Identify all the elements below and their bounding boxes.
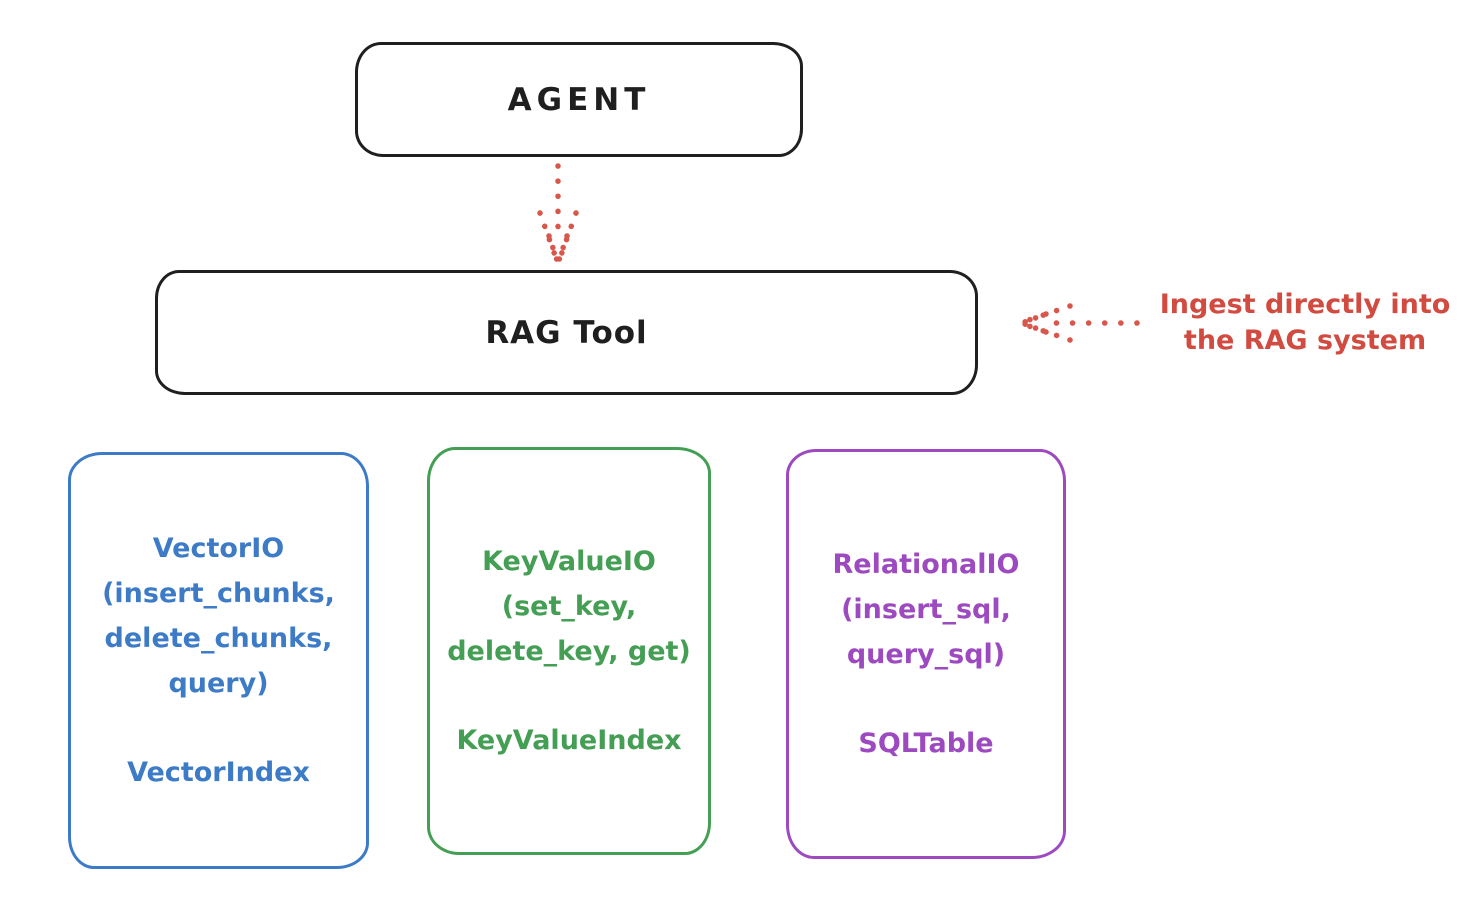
- relational-io-method-line: (insert_sql,: [841, 594, 1011, 625]
- keyvalue-io-title: KeyValueIO: [482, 546, 656, 577]
- keyvalue-index-label: KeyValueIndex: [456, 725, 682, 756]
- vector-io-method-line: query): [168, 668, 269, 699]
- arrow-down-icon: [537, 163, 579, 266]
- relational-io-node: RelationalIO (insert_sql, query_sql) SQL…: [786, 449, 1066, 859]
- ingest-annotation-line1: Ingest directly into: [1159, 289, 1451, 320]
- relational-io-title: RelationalIO: [832, 549, 1020, 580]
- vector-io-method-line: (insert_chunks,: [102, 578, 335, 609]
- relational-io-signature: RelationalIO (insert_sql, query_sql): [833, 542, 1020, 677]
- ingest-annotation: Ingest directly into the RAG system: [1135, 287, 1475, 359]
- sql-table-label: SQLTable: [858, 728, 994, 759]
- keyvalue-io-method-line: delete_key, get): [447, 636, 691, 667]
- keyvalue-io-signature: KeyValueIO (set_key, delete_key, get): [447, 539, 691, 674]
- vector-io-method-line: delete_chunks,: [104, 623, 333, 654]
- arrow-left-icon: [1019, 303, 1140, 343]
- agent-label: AGENT: [507, 81, 651, 118]
- rag-tool-node: RAG Tool: [155, 270, 978, 395]
- agent-node: AGENT: [355, 42, 803, 157]
- vector-io-signature: VectorIO (insert_chunks, delete_chunks, …: [102, 526, 335, 706]
- ingest-annotation-line2: the RAG system: [1183, 325, 1427, 356]
- vector-io-title: VectorIO: [152, 533, 285, 564]
- relational-io-method-line: query_sql): [846, 639, 1006, 670]
- keyvalue-io-method-line: (set_key,: [501, 591, 637, 622]
- vector-io-node: VectorIO (insert_chunks, delete_chunks, …: [68, 452, 369, 869]
- rag-tool-label: RAG Tool: [485, 314, 648, 351]
- keyvalue-io-node: KeyValueIO (set_key, delete_key, get) Ke…: [427, 447, 711, 855]
- vector-index-label: VectorIndex: [127, 757, 310, 788]
